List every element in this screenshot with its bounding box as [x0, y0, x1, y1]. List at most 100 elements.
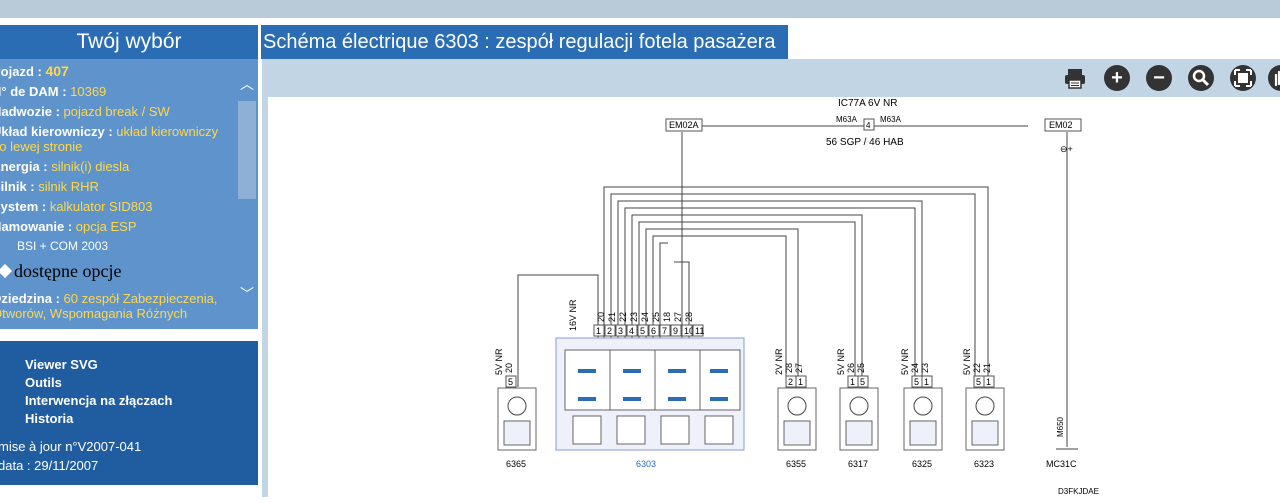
fit-icon[interactable] [1230, 65, 1256, 91]
tools-menu: Viewer SVG Outils Interwencja na złączac… [0, 341, 258, 485]
harness-wire-number: 20 [596, 312, 606, 322]
selection-title: Twój wybór [0, 25, 258, 59]
info-row-domain: Dziedzina : 60 zespół Zabezpieczenia, Ot… [0, 291, 218, 321]
harness-pin: 5 [640, 326, 645, 336]
component-pin: 2 [788, 377, 793, 387]
zoom-in-icon[interactable]: + [1104, 65, 1130, 91]
harness-label: 16V NR [568, 299, 578, 331]
selection-info-panel: Pojazd : 407 N° de DAM : 10369 Nadwozie … [0, 59, 258, 329]
harness-pin: 10 [684, 326, 694, 336]
harness-pin: 4 [629, 326, 634, 336]
print-icon[interactable] [1062, 65, 1088, 91]
motor-icon [913, 396, 933, 416]
ground-wire: M650 [1056, 416, 1065, 437]
harness-wire-number: 25 [651, 312, 661, 322]
info-extra: BSI + COM 2003 [17, 239, 109, 253]
component-connector-label: 2V NR [774, 348, 784, 375]
harness-wire-number: 22 [618, 312, 628, 322]
top-label: IC77A 6V NR [838, 98, 897, 109]
available-options-toggle[interactable]: dostępne opcje [0, 262, 236, 280]
seat-icon [503, 420, 531, 446]
component-connector-label: 5V NR [900, 348, 910, 375]
info-row-dam: N° de DAM : 10369 [0, 84, 107, 99]
component-wire-number: 22 [972, 363, 982, 373]
component-pin: 5 [860, 377, 865, 387]
junction-box [863, 118, 875, 131]
component-pin: 1 [850, 377, 855, 387]
component-connector-label: 5V NR [962, 348, 972, 375]
harness-wire-number: 18 [662, 312, 672, 322]
junction-number: 4 [866, 121, 871, 130]
info-row-system: System : kalkulator SID803 [0, 199, 153, 214]
harness-pin: 1 [596, 326, 601, 336]
selection-info-list: Pojazd : 407 N° de DAM : 10369 Nadwozie … [0, 64, 236, 326]
update-date: data : 29/11/2007 [0, 458, 99, 473]
harness-wire-number: 23 [629, 312, 639, 322]
pan-hand-icon[interactable] [1268, 65, 1280, 91]
component-pin-box [921, 375, 933, 388]
seat-icon [971, 420, 999, 446]
harness-pin-box [593, 324, 605, 337]
info-row-body: Nadwozie : pojazd break / SW [0, 104, 170, 119]
harness-pin-box [604, 324, 616, 337]
wire-m63a-right: M63A [880, 115, 902, 124]
component-wire-number: 24 [910, 363, 920, 373]
menu-item-viewer-svg[interactable]: Viewer SVG [25, 357, 98, 372]
component-wire-number: 26 [846, 363, 856, 373]
harness-pin: 3 [618, 326, 623, 336]
menu-item-connector-intervention[interactable]: Interwencja na złączach [25, 393, 173, 408]
motor-icon [975, 396, 995, 416]
seat-icon [909, 420, 937, 446]
menu-list: Viewer SVG Outils Interwencja na złączac… [0, 356, 172, 428]
menu-item-history[interactable]: Historia [25, 411, 74, 426]
scrollbar-thumb[interactable] [238, 101, 256, 199]
wiring-diagram: IC77A 6V NR EM02A EM02 M63A M63A 4 56 SG… [494, 98, 1099, 496]
chevron-up-icon[interactable]: ︿ [240, 76, 254, 92]
component-pin-box [795, 375, 807, 388]
component-pin-box [505, 375, 517, 388]
component-pin: 5 [508, 377, 513, 387]
info-scrollbar[interactable]: ︿ ﹀ [236, 59, 258, 329]
harness-pin-box [648, 324, 660, 337]
harness-pin-box [659, 324, 671, 337]
page-title: Schéma électrique 6303 : zespół regulacj… [261, 25, 788, 59]
harness-pin-box [615, 324, 627, 337]
menu-item-outils[interactable]: Outils [25, 375, 62, 390]
info-row-engine: Silnik : silnik RHR [0, 179, 99, 194]
component-id: 6355 [786, 459, 806, 469]
component-pin: 1 [986, 377, 991, 387]
component-pin-box [983, 375, 995, 388]
diamond-icon [0, 263, 13, 279]
component-pin: 1 [798, 377, 803, 387]
harness-pin-box [637, 324, 649, 337]
component-wire-number: 23 [920, 363, 930, 373]
harness-pin-box [692, 324, 704, 337]
connector-em02-box [1044, 118, 1082, 132]
ground-mark: ⊖+ [1060, 144, 1073, 154]
component-wire-number: 27 [794, 363, 804, 373]
component-pin: 5 [914, 377, 919, 387]
motor-icon [849, 396, 869, 416]
component-wire-number: 28 [784, 363, 794, 373]
magnifier-icon[interactable] [1188, 65, 1214, 91]
motor-icon [787, 396, 807, 416]
zoom-out-icon[interactable]: − [1146, 65, 1172, 91]
component-pin: 5 [976, 377, 981, 387]
harness-wire-number: 27 [673, 312, 683, 322]
component-id: 6365 [506, 459, 526, 469]
ground-label: MC31C [1046, 459, 1077, 469]
component-6303-label[interactable]: 6303 [636, 459, 656, 469]
chevron-down-icon[interactable]: ﹀ [240, 286, 254, 302]
harness-pin: 6 [651, 326, 656, 336]
harness-pin: 9 [673, 326, 678, 336]
wiring-diagram-canvas[interactable]: IC77A 6V NR EM02A EM02 M63A M63A 4 56 SG… [268, 97, 1280, 497]
component-id: 6323 [974, 459, 994, 469]
component-pin: 1 [924, 377, 929, 387]
component-wire-number: 25 [856, 363, 866, 373]
